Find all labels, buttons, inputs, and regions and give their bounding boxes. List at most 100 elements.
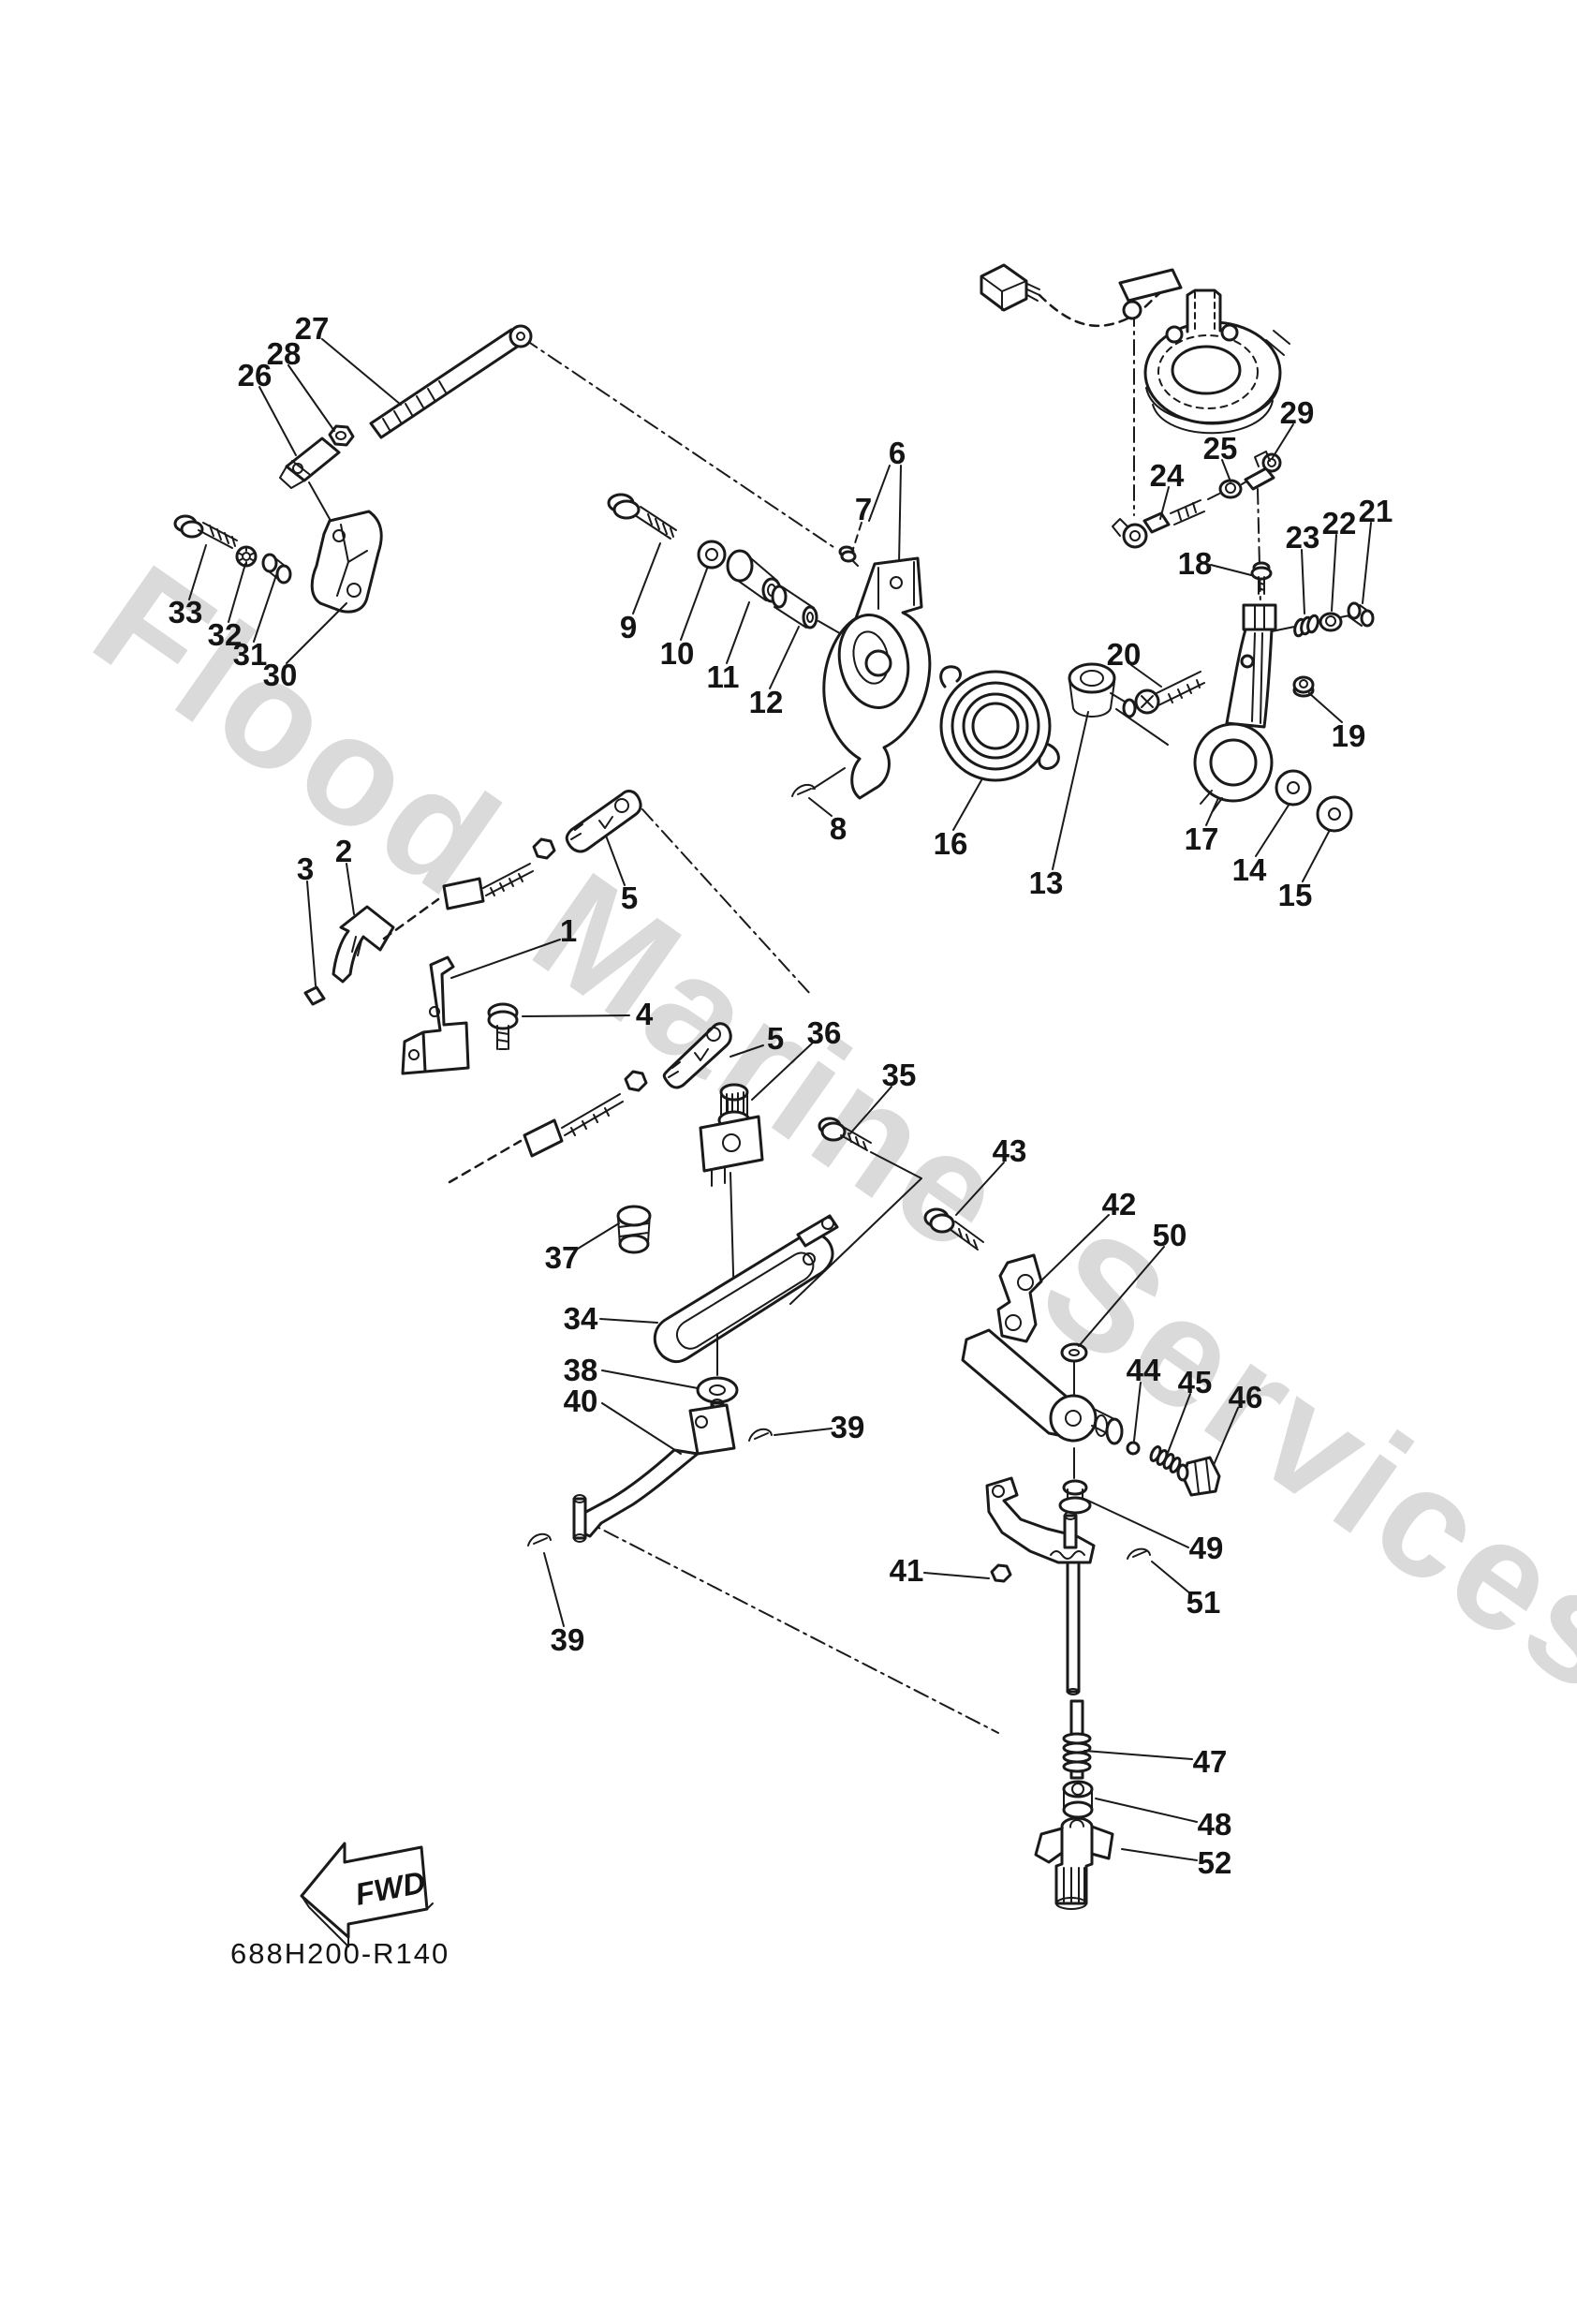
part-label-7: 7: [855, 492, 872, 526]
leader-line-51: [1151, 1561, 1192, 1595]
nut-5b: [624, 1070, 648, 1092]
part-label-40: 40: [564, 1384, 598, 1418]
ball-joint-29: [1244, 466, 1275, 491]
part-label-16: 16: [934, 826, 968, 861]
leader-line-21: [1362, 522, 1372, 604]
leader-line-31: [253, 574, 277, 643]
return-spring-assembly: [939, 662, 1169, 782]
leader-line-25: [1221, 459, 1231, 482]
leader-line-12: [769, 626, 800, 689]
leader-line-52: [1121, 1848, 1198, 1861]
lever-clevis: [1242, 603, 1277, 631]
leader-line-44: [1133, 1382, 1142, 1442]
part-label-4: 4: [636, 997, 654, 1031]
leader-line-14: [1255, 803, 1290, 857]
leader-line-26: [258, 386, 297, 456]
leader-line-49: [1085, 1499, 1189, 1548]
leader-line-41: [923, 1572, 990, 1579]
part-label-2: 2: [335, 834, 352, 868]
shaft-holder-52: [1034, 1816, 1114, 1910]
leader-lines: [188, 338, 1372, 1861]
leader-line-16: [952, 779, 982, 831]
part-label-30: 30: [263, 658, 298, 692]
leader-line-15: [1302, 829, 1331, 882]
leader-line-20: [1130, 664, 1162, 688]
part-label-27: 27: [295, 311, 330, 346]
part-label-24: 24: [1150, 458, 1185, 493]
part-label-39: 39: [831, 1410, 865, 1444]
leader-line-46: [1213, 1407, 1239, 1466]
leader-line-5: [605, 835, 626, 886]
cable-ferrule: [442, 877, 485, 910]
leader-line-5: [730, 1044, 764, 1058]
part-label-26: 26: [238, 358, 273, 392]
leader-line-39: [543, 1552, 565, 1627]
leader-line-34: [599, 1318, 658, 1324]
part-label-42: 42: [1102, 1187, 1137, 1221]
part-label-45: 45: [1178, 1365, 1213, 1399]
part-label-20: 20: [1107, 637, 1142, 672]
leader-line-10: [680, 568, 708, 641]
link-26: [285, 437, 341, 482]
part-label-41: 41: [890, 1553, 924, 1588]
wire-connector: [980, 263, 1028, 312]
collar-12: [771, 585, 788, 609]
throttle-lever-assembly: [1134, 561, 1375, 833]
collar-21: [1347, 601, 1362, 620]
leader-line-8: [808, 797, 833, 817]
part-label-21: 21: [1359, 494, 1393, 528]
lever-40-boss: [688, 1403, 736, 1456]
leader-line-4: [522, 1014, 630, 1017]
leader-line-28: [287, 364, 335, 432]
part-label-5: 5: [621, 881, 638, 915]
part-label-46: 46: [1229, 1380, 1263, 1414]
cable-joint-assembly: [173, 324, 533, 614]
link-rod-assembly: [1112, 451, 1282, 549]
throttle-cam-assembly: [791, 465, 932, 800]
nut-22: [1319, 612, 1343, 632]
leader-line-9: [632, 542, 661, 614]
ball-44: [1126, 1441, 1141, 1456]
part-label-49: 49: [1189, 1531, 1224, 1565]
leader-line-27: [321, 338, 402, 406]
fwd-arrow: FWD: [300, 1842, 434, 1947]
bracket-1: [401, 955, 470, 1075]
lever-2: [332, 905, 395, 984]
part-label-15: 15: [1278, 878, 1313, 912]
washer-10: [697, 540, 727, 570]
part-label-43: 43: [993, 1133, 1027, 1168]
part-label-28: 28: [267, 336, 302, 371]
idle-lever-assembly: [527, 1333, 773, 1547]
part-label-48: 48: [1198, 1807, 1232, 1842]
leader-line-45: [1167, 1393, 1191, 1454]
rod-spring: [1062, 1732, 1092, 1773]
axis-lines: [523, 310, 1261, 1734]
clip-51: [1127, 1547, 1151, 1560]
cable-nut: [532, 837, 556, 860]
cable-end-5-upper: [565, 790, 642, 853]
part-label-19: 19: [1332, 718, 1366, 753]
leader-line-33: [188, 544, 207, 600]
leader-line-13: [1052, 711, 1089, 870]
part-label-3: 3: [297, 851, 314, 886]
part-label-47: 47: [1193, 1744, 1228, 1779]
pivot-bolt-chain: [607, 493, 857, 644]
part-label-32: 32: [208, 617, 243, 652]
lever-34: [653, 1232, 834, 1364]
leader-line-42: [1036, 1214, 1110, 1286]
part-label-33: 33: [169, 595, 203, 629]
clip-39-right: [748, 1428, 773, 1442]
sensor-arm: [1118, 268, 1183, 303]
part-label-36: 36: [807, 1015, 842, 1050]
relay-lever-assembly: [923, 1207, 1221, 1497]
leader-line-40: [601, 1402, 682, 1455]
nut-41: [990, 1563, 1012, 1583]
joint-bracket-30: [310, 510, 383, 614]
leader-line-7: [852, 522, 862, 550]
part-label-34: 34: [564, 1301, 598, 1336]
lower-cable-assembly: [448, 1022, 922, 1364]
part-label-37: 37: [545, 1240, 580, 1275]
part-label-14: 14: [1232, 852, 1267, 887]
